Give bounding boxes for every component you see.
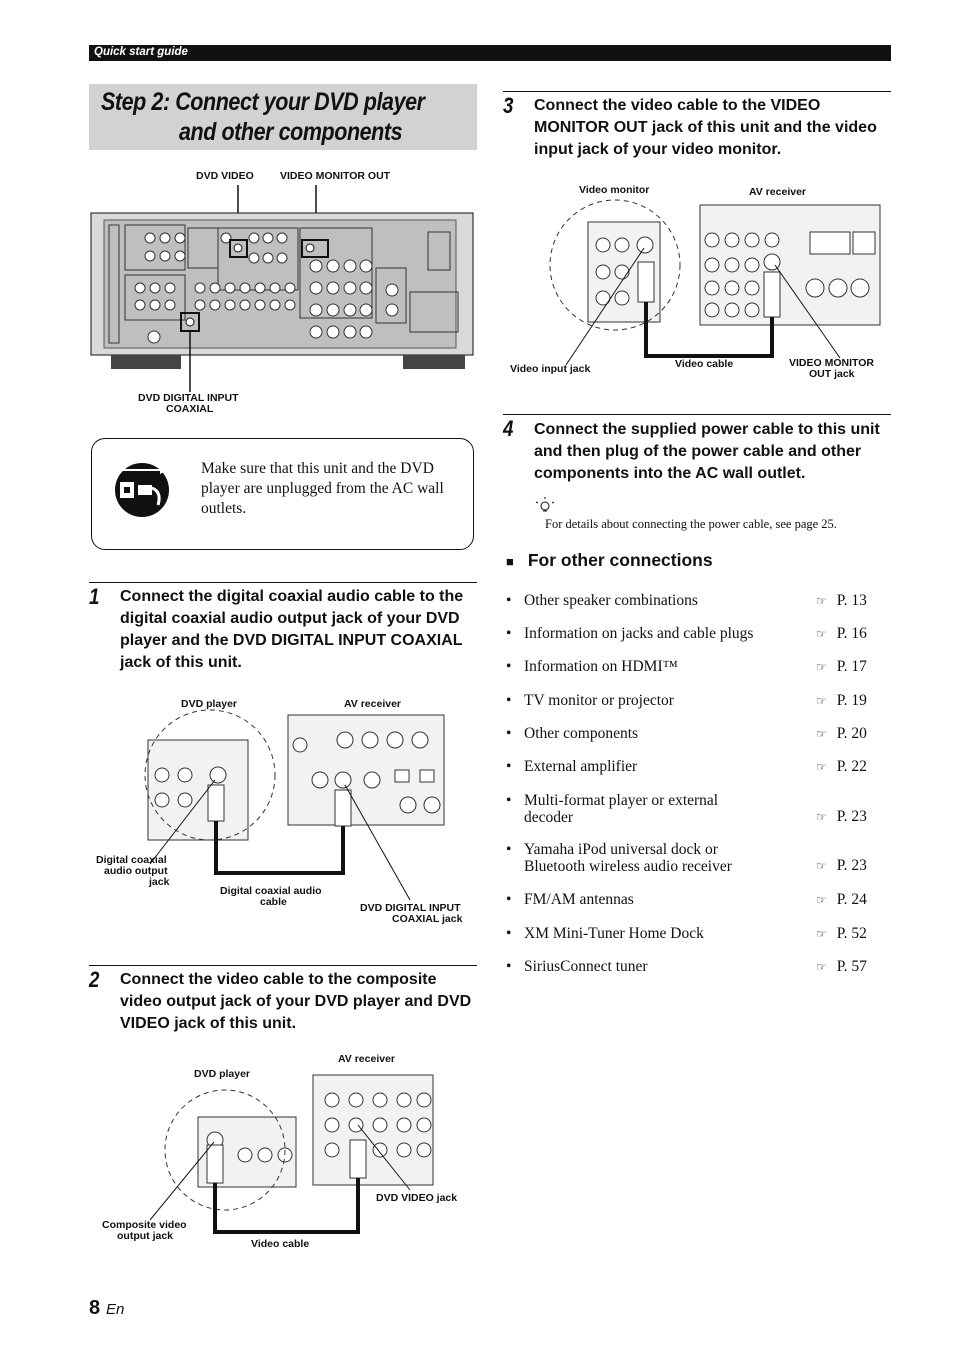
section-label: Quick start guide [94,46,188,58]
step3-text: Connect the video cable to the VIDEO MON… [534,97,877,158]
pointing-hand-icon: ☞ [816,893,827,907]
pointing-hand-icon: ☞ [816,960,827,974]
tip-lightbulb-icon [535,497,555,512]
step2-composite-label-1: Composite video [102,1219,187,1231]
square-bullet-icon: ■ [506,554,514,569]
pointing-hand-icon: ☞ [816,859,827,873]
other-connections-heading: ■ For other connections [506,550,713,571]
step2-dvd-video-jack-label: DVD VIDEO jack [376,1192,458,1204]
step3-video-monitor-label: Video monitor [579,184,650,196]
step4-text: Connect the supplied power cable to this… [534,421,880,482]
step1-av-receiver-label: AV receiver [344,698,402,710]
pointing-hand-icon: ☞ [816,660,827,674]
step2-video-diagram [149,1074,434,1234]
step4-note: For details about connecting the power c… [545,517,837,531]
step1-cable-label-2: cable [260,896,287,908]
step3-rule [503,91,891,92]
title-line-1: Step 2: Connect your DVD player [101,88,425,116]
receiver-rear-panel-illustration [90,185,474,392]
header-bar: Quick start guide [89,45,891,61]
page-title: Step 2: Connect your DVD player and othe… [89,84,477,150]
label-dvd-digital-input: DVD DIGITAL INPUT [138,392,239,404]
step2-av-receiver-label: AV receiver [338,1053,396,1065]
pointing-hand-icon: ☞ [816,727,827,741]
title-line-2: and other components [179,118,403,146]
pointing-hand-icon: ☞ [816,760,827,774]
page-number: 8 [89,1297,101,1319]
step3-monitor-diagram [549,199,881,366]
step4-number: 4 [503,416,514,441]
step3-av-receiver-label: AV receiver [749,186,807,198]
step4-rule [503,414,891,415]
pointing-hand-icon: ☞ [816,927,827,941]
step1-cable-label-1: Digital coaxial audio [220,885,322,897]
step1-coaxial-diagram [144,709,445,901]
step1-rule [89,582,477,583]
step1-input-label-1: DVD DIGITAL INPUT [360,902,461,914]
step2-dvd-player-label: DVD player [194,1068,251,1080]
step2-rule [89,965,477,966]
pointing-hand-icon: ☞ [816,594,827,608]
other-connections-title: For other connections [527,550,713,570]
step1-number: 1 [89,584,100,609]
unplug-warning-box [91,438,474,550]
label-dvd-video: DVD VIDEO [196,170,254,182]
step3-video-input-jack-label: Video input jack [510,363,591,375]
step1-output-jack-label-2: audio output [104,865,168,877]
label-coaxial: COAXIAL [166,403,214,415]
step1-input-label-2: COAXIAL jack [392,913,463,925]
step3-monitor-out-label-1: VIDEO MONITOR [789,357,874,369]
step1-output-jack-label-3: jack [149,876,170,888]
unplug-warning-text: Make sure that this unit and the DVD pla… [201,460,444,517]
page-language: En [106,1301,125,1318]
step2-video-cable-label: Video cable [251,1238,310,1250]
step3-number: 3 [503,93,514,118]
label-video-monitor-out: VIDEO MONITOR OUT [280,170,391,182]
step1-text: Connect the digital coaxial audio cable … [120,588,464,671]
step3-monitor-out-label-2: OUT jack [809,368,855,380]
unplug-icon [115,463,169,517]
pointing-hand-icon: ☞ [816,694,827,708]
step1-dvd-player-label: DVD player [181,698,238,710]
step2-number: 2 [89,967,100,992]
pointing-hand-icon: ☞ [816,627,827,641]
step2-text: Connect the video cable to the composite… [120,971,472,1032]
step1-output-jack-label-1: Digital coaxial [96,854,167,866]
step3-video-cable-label: Video cable [675,358,734,370]
pointing-hand-icon: ☞ [816,810,827,824]
step2-composite-label-2: output jack [117,1230,174,1242]
